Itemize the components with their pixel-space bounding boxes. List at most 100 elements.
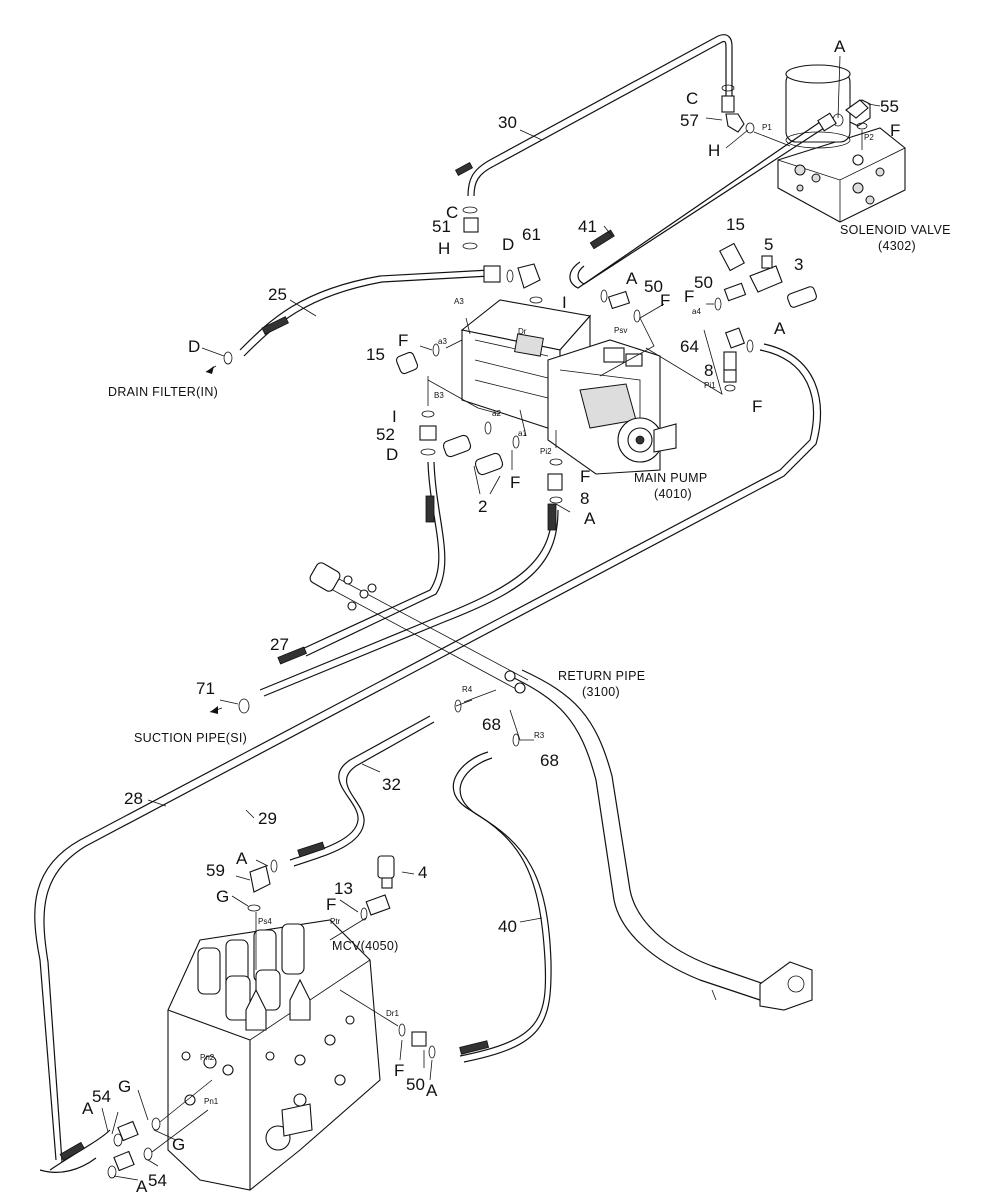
letter-f-13: F xyxy=(326,895,336,914)
port-pi2: Pi2 xyxy=(540,447,552,456)
part-number-8-low: 8 xyxy=(580,489,589,508)
port-pn1: Pn1 xyxy=(204,1097,219,1106)
letter-i-mid: I xyxy=(562,293,567,312)
letter-d-drain: D xyxy=(188,337,200,356)
letter-h-top: H xyxy=(708,141,720,160)
fittings xyxy=(107,84,869,1179)
part-number-4: 4 xyxy=(418,863,427,882)
part-number-71: 71 xyxy=(196,679,215,698)
hoses xyxy=(34,34,825,1173)
letter-a-top: A xyxy=(834,37,846,56)
part-number-30: 30 xyxy=(498,113,517,132)
part-number-51: 51 xyxy=(432,217,451,236)
letter-a-mid: A xyxy=(626,269,638,288)
solenoid-valve-code: (4302) xyxy=(878,239,916,253)
part-number-8-right: 8 xyxy=(704,361,713,380)
letter-f-psv: F xyxy=(660,291,670,310)
letter-c-mid: C xyxy=(446,203,458,222)
captions: SOLENOID VALVE (4302) MAIN PUMP (4010) D… xyxy=(108,223,951,953)
port-dr: Dr xyxy=(518,327,527,336)
letter-f-2: F xyxy=(510,473,520,492)
port-a4: a4 xyxy=(692,307,701,316)
drain-arrow-icon xyxy=(206,366,214,374)
letter-d-52: D xyxy=(386,445,398,464)
main-pump-code: (4010) xyxy=(654,487,692,501)
port-ptr: Ptr xyxy=(330,917,341,926)
letter-a-8: A xyxy=(584,509,596,528)
part-number-5: 5 xyxy=(764,235,773,254)
letter-a-dr1: A xyxy=(426,1081,438,1100)
letter-f-a3: F xyxy=(398,331,408,350)
part-number-50-b: 50 xyxy=(694,273,713,292)
return-pipe-assembly xyxy=(309,562,813,1011)
part-number-15-top: 15 xyxy=(726,215,745,234)
port-r4: R4 xyxy=(462,685,473,694)
drain-filter-caption: DRAIN FILTER(IN) xyxy=(108,385,218,399)
suction-arrow-icon xyxy=(210,706,218,714)
port-r3: R3 xyxy=(534,731,545,740)
part-number-27: 27 xyxy=(270,635,289,654)
part-number-50-c: 50 xyxy=(406,1075,425,1094)
part-number-59: 59 xyxy=(206,861,225,880)
letter-g-59: G xyxy=(216,887,229,906)
letter-a-54a: A xyxy=(82,1099,94,1118)
part-number-2: 2 xyxy=(478,497,487,516)
part-number-55: 55 xyxy=(880,97,899,116)
part-number-52: 52 xyxy=(376,425,395,444)
port-a3-small: a3 xyxy=(438,337,447,346)
solenoid-valve-caption: SOLENOID VALVE xyxy=(840,223,951,237)
return-pipe-caption: RETURN PIPE xyxy=(558,669,645,683)
letter-f-dr1: F xyxy=(394,1061,404,1080)
port-p1: P1 xyxy=(762,123,772,132)
return-pipe-code: (3100) xyxy=(582,685,620,699)
port-psv: Psv xyxy=(614,326,627,335)
part-number-25: 25 xyxy=(268,285,287,304)
seal-letters: A C H F C H D I A F D F F A F I D F F A … xyxy=(82,37,900,1196)
part-number-54-a: 54 xyxy=(92,1087,111,1106)
letter-a-64: A xyxy=(774,319,786,338)
letter-d-mid: D xyxy=(502,235,514,254)
part-numbers: 30 57 55 51 61 41 15 5 3 50 50 25 15 64 … xyxy=(92,97,899,1190)
solenoid-valve-assembly xyxy=(777,64,906,223)
part-number-3: 3 xyxy=(794,255,803,274)
letter-g-pn1: G xyxy=(172,1135,185,1154)
port-b3: B3 xyxy=(434,391,444,400)
part-number-28: 28 xyxy=(124,789,143,808)
part-number-40: 40 xyxy=(498,917,517,936)
port-dr1: Dr1 xyxy=(386,1009,399,1018)
part-number-29: 29 xyxy=(258,809,277,828)
mcv-caption: MCV(4050) xyxy=(332,939,399,953)
part-number-54-b: 54 xyxy=(148,1171,167,1190)
letter-a-59: A xyxy=(236,849,248,868)
part-number-13: 13 xyxy=(334,879,353,898)
part-number-15-left: 15 xyxy=(366,345,385,364)
part-number-57: 57 xyxy=(680,111,699,130)
letter-i-b3: I xyxy=(392,407,397,426)
part-number-32: 32 xyxy=(382,775,401,794)
port-ps4: Ps4 xyxy=(258,917,272,926)
part-number-64: 64 xyxy=(680,337,699,356)
port-a1: a1 xyxy=(518,429,527,438)
letter-f-top: F xyxy=(890,121,900,140)
port-pn2: Pn2 xyxy=(200,1053,215,1062)
part-number-50-a: 50 xyxy=(644,277,663,296)
letter-a-54b: A xyxy=(136,1177,148,1196)
letter-g-pn2: G xyxy=(118,1077,131,1096)
mcv-assembly xyxy=(167,919,381,1191)
port-labels: P1 P2 A3 Dr a3 Psv a4 Pi1 B3 a2 a1 Pi2 R… xyxy=(200,123,874,1106)
port-a2: a2 xyxy=(492,409,501,418)
port-p2: P2 xyxy=(864,133,874,142)
letter-f-pi2: F xyxy=(580,467,590,486)
port-a3: A3 xyxy=(454,297,464,306)
part-number-61: 61 xyxy=(522,225,541,244)
port-pi1: Pi1 xyxy=(704,381,716,390)
main-pump-assembly xyxy=(460,299,677,475)
letter-f-pi1: F xyxy=(752,397,762,416)
letter-f-a4: F xyxy=(684,287,694,306)
suction-pipe-caption: SUCTION PIPE(SI) xyxy=(134,731,247,745)
letter-c-top: C xyxy=(686,89,698,108)
main-pump-caption: MAIN PUMP xyxy=(634,471,708,485)
letter-h-mid: H xyxy=(438,239,450,258)
part-number-68-a: 68 xyxy=(482,715,501,734)
